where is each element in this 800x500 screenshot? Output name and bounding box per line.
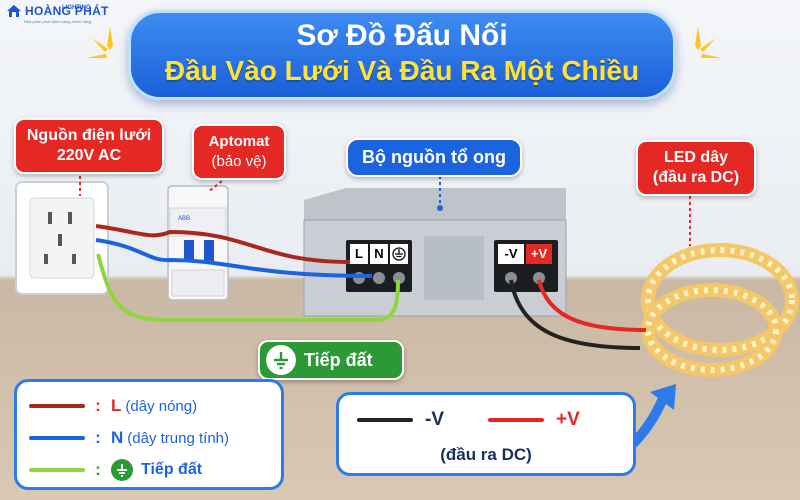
legend-desc-ground: Tiếp đất	[141, 461, 203, 478]
label-led-line1: LED dây	[663, 149, 728, 166]
label-grid-source: Nguồn điện lưới 220V AC	[14, 118, 164, 174]
dc-pos-line	[488, 418, 544, 422]
ground-wire	[96, 253, 400, 322]
label-breaker: Aptomat (bảo vệ)	[192, 124, 286, 180]
logo-brand-small: LIGHTING	[62, 5, 91, 11]
legend-colon: :	[95, 396, 101, 415]
svg-text:ABB: ABB	[178, 216, 190, 222]
led-strip-reel	[641, 243, 799, 377]
legend-code-neutral: N	[111, 428, 124, 447]
dc-caption: (đầu ra DC)	[440, 445, 532, 464]
terminal-pos: +V	[530, 246, 548, 261]
wall-outlet	[15, 181, 109, 295]
legend-line-neutral	[29, 436, 85, 440]
label-breaker-line2: (bảo vệ)	[211, 153, 267, 170]
circuit-breaker: ABB	[167, 185, 229, 301]
title-line-1: Sơ Đồ Đấu Nối	[296, 19, 508, 52]
live-wire	[95, 224, 351, 264]
label-breaker-line1: Aptomat	[208, 133, 270, 150]
label-grid-source-line1: Nguồn điện lưới	[26, 127, 152, 144]
logo-brand: HOÀNG PHÁT	[25, 4, 109, 18]
legend-colon: :	[95, 428, 101, 447]
terminal-ground-icon	[392, 247, 406, 261]
sparkle-right-icon	[695, 26, 722, 58]
terminal-l: L	[355, 246, 363, 261]
ground-icon	[111, 459, 133, 481]
logo-tagline: Nhà phân phối chiếu sáng chính hãng	[24, 19, 92, 24]
dc-pos-label: +V	[556, 409, 580, 430]
dc-neg-line	[357, 418, 413, 422]
dc-positive-wire	[537, 279, 647, 332]
title-line-2: Đầu Vào Lưới Và Đầu Ra Một Chiều	[164, 55, 640, 86]
legend-row-ground: : Tiếp đất	[29, 454, 269, 486]
ground-icon	[266, 345, 296, 375]
dc-row: -V +V	[357, 409, 580, 431]
label-psu: Bộ nguồn tổ ong	[346, 138, 522, 177]
dc-output-legend: -V +V (đầu ra DC)	[336, 392, 636, 476]
neutral-wire	[95, 238, 373, 278]
wire-legend: : L (dây nóng) : N (dây trung tính) : Ti…	[14, 379, 284, 490]
terminal-neg: -V	[504, 246, 518, 261]
label-led-line2: (đầu ra DC)	[652, 169, 740, 186]
legend-colon: :	[95, 460, 101, 479]
legend-line-ground	[29, 468, 85, 472]
label-ground: Tiếp đất	[258, 340, 404, 380]
label-ground-text: Tiếp đất	[304, 349, 373, 370]
brand-logo: HOÀNG PHÁT LIGHTING Nhà phân phối chiếu …	[6, 4, 109, 24]
legend-desc-neutral: (dây trung tính)	[127, 429, 229, 447]
dc-negative-wire	[509, 279, 641, 350]
label-led: LED dây (đầu ra DC)	[636, 140, 756, 196]
title-banner: Sơ Đồ Đấu Nối Đầu Vào Lưới Và Đầu Ra Một…	[128, 10, 676, 100]
legend-desc-live: (dây nóng)	[125, 397, 198, 415]
sparkle-left-icon	[86, 26, 113, 58]
house-icon	[7, 5, 21, 17]
dc-neg-label: -V	[425, 409, 444, 430]
label-grid-source-line2: 220V AC	[56, 147, 122, 164]
terminal-n: N	[374, 246, 384, 261]
legend-code-live: L	[111, 396, 122, 415]
legend-line-live	[29, 404, 85, 408]
legend-row-neutral: : N (dây trung tính)	[29, 422, 269, 454]
switching-power-supply	[303, 188, 567, 317]
legend-row-live: : L (dây nóng)	[29, 390, 269, 422]
